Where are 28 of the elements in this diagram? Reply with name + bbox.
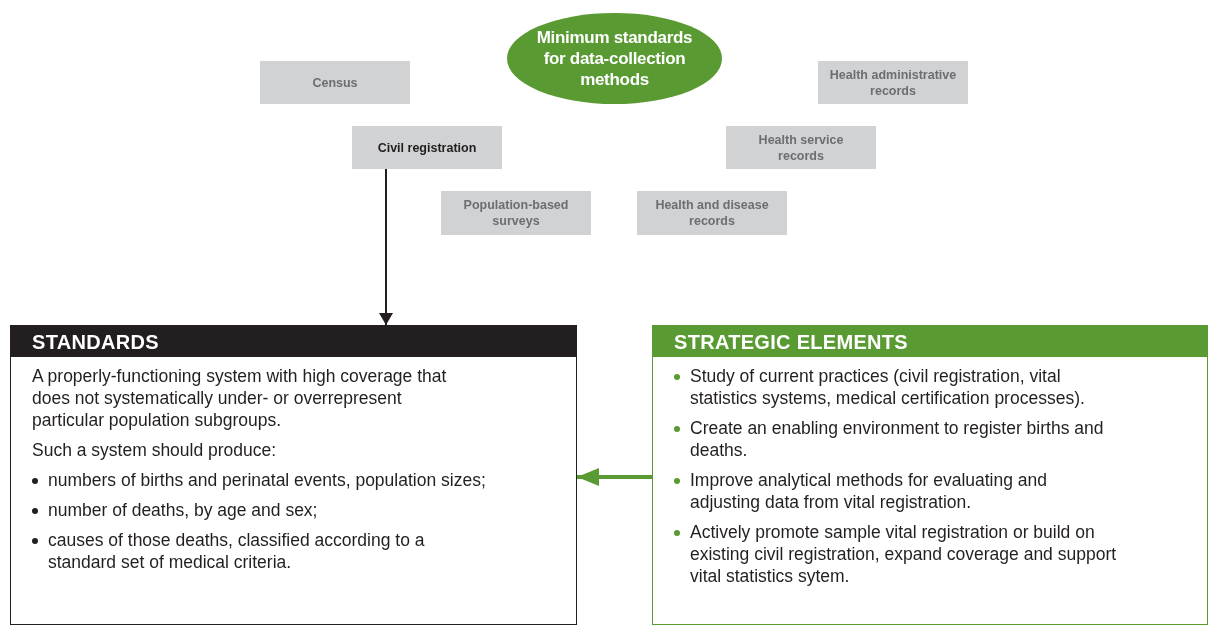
bullet-item: Actively promote sample vital registration or build on existing civil registration, expand coverage and support vital statistics sytem. bbox=[690, 521, 1118, 587]
method-label: Civil registration bbox=[377, 139, 477, 156]
method-box bbox=[352, 126, 502, 169]
bullet-item: number of deaths, by age and sex; bbox=[48, 499, 318, 521]
panel-heading: STRATEGIC ELEMENTS bbox=[674, 329, 908, 355]
bullet-item: Improve analytical methods for evaluating and adjusting data from vital registration. bbox=[690, 469, 1048, 513]
bullet-item: causes of those deaths, classified according to a standard set of medical criteria. bbox=[48, 529, 426, 573]
panel-box bbox=[10, 325, 577, 625]
panel-paragraph: Such a system should produce: bbox=[32, 439, 278, 461]
arrow bbox=[379, 168, 393, 326]
method-label: Health administrative records bbox=[828, 66, 958, 99]
method-label: Health service records bbox=[757, 131, 845, 164]
method-label: Health and disease records bbox=[654, 197, 770, 229]
panel-paragraph: A properly-functioning system with high coverage that does not systematically under- or overrepresent particular population subgroups. bbox=[32, 365, 448, 431]
method-box bbox=[441, 191, 591, 235]
panel-heading: STANDARDS bbox=[32, 329, 159, 355]
arrow bbox=[577, 468, 652, 486]
bullet-item: numbers of births and perinatal events, population sizes; bbox=[48, 469, 486, 491]
ellipse-text: Minimum standards for data-collection methods bbox=[535, 27, 694, 90]
panel-box bbox=[652, 325, 1208, 625]
method-box bbox=[637, 191, 787, 235]
bullet-item: Study of current practices (civil registration, vital statistics systems, medical certification processes). bbox=[690, 365, 1086, 409]
method-label: Census bbox=[312, 74, 358, 91]
bullet-item: Create an enabling environment to register births and deaths. bbox=[690, 417, 1105, 461]
method-label: Population-based surveys bbox=[462, 197, 570, 229]
method-box bbox=[726, 126, 876, 169]
method-box bbox=[818, 61, 968, 104]
method-box bbox=[260, 61, 410, 104]
